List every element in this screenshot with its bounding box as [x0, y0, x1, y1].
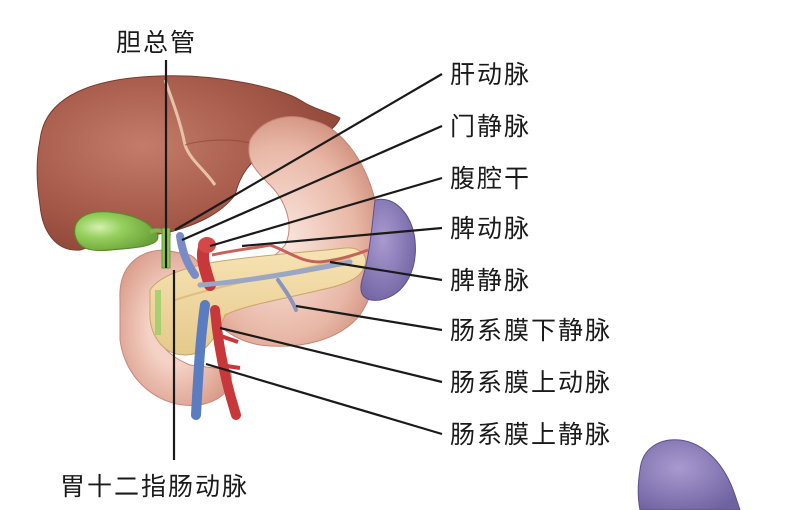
label-hepatic-artery: 肝动脉: [450, 60, 532, 89]
leader-celiac-trunk: [209, 176, 443, 248]
label-celiac-trunk: 腹腔干: [450, 164, 532, 193]
superior-mesenteric-vein: [191, 300, 210, 420]
leader-inferior-mesenteric-vein: [295, 304, 443, 332]
label-gastroduodenal-artery: 胃十二指肠动脉: [60, 472, 250, 501]
spleen-fragment: [637, 439, 741, 510]
gallbladder: [74, 211, 159, 252]
leader-superior-mesenteric-vein: [205, 362, 443, 436]
leader-hepatic-artery: [174, 73, 443, 231]
portal-vein: [176, 232, 199, 279]
label-splenic-artery: 脾动脉: [450, 214, 532, 243]
spleen: [360, 198, 416, 301]
leader-superior-mesenteric-artery: [219, 326, 443, 384]
label-inferior-mesenteric-vein: 肠系膜下静脉: [450, 316, 613, 345]
leader-splenic-artery: [241, 226, 443, 248]
label-common-bile-duct: 胆总管: [116, 28, 198, 57]
label-splenic-vein: 脾静脉: [450, 266, 532, 295]
splenic-vein: [197, 259, 353, 288]
inferior-mesenteric-vein: [276, 278, 298, 312]
label-superior-mesenteric-vein: 肠系膜上静脉: [450, 420, 613, 449]
superior-mesenteric-artery: [210, 305, 241, 420]
leader-portal-vein: [181, 124, 443, 242]
label-superior-mesenteric-artery: 肠系膜上动脉: [450, 368, 613, 397]
leader-lines: [164, 60, 443, 460]
label-portal-vein: 门静脉: [450, 112, 532, 141]
splenic-artery: [211, 243, 369, 264]
leader-splenic-vein: [329, 260, 443, 282]
